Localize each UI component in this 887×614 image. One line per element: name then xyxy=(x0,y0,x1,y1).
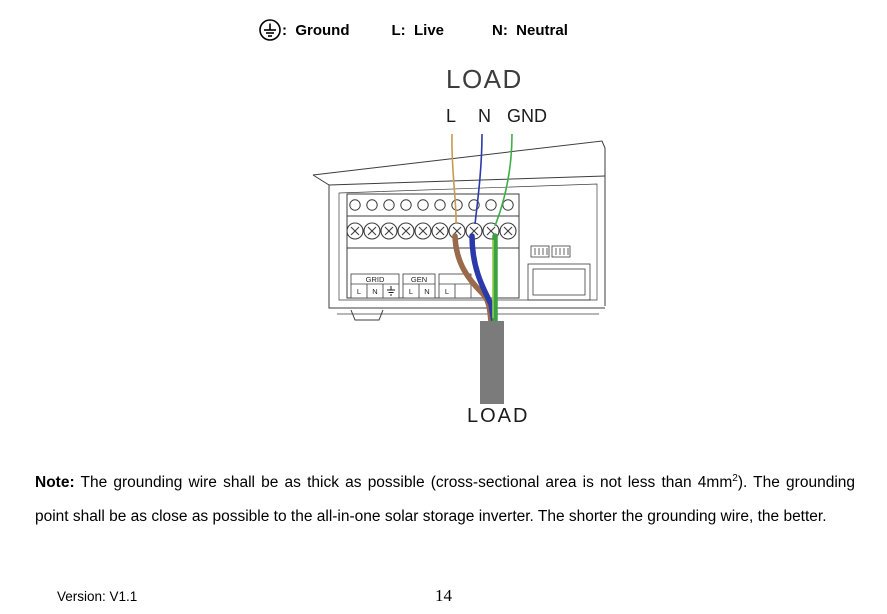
terminal-label-live: L xyxy=(446,106,457,126)
legend-ground-label: : Ground xyxy=(282,21,350,39)
wiring-diagram: GRID L N GEN L N L xyxy=(312,133,606,404)
note-label: Note: xyxy=(35,474,75,491)
terminal-label-neutral: N xyxy=(478,106,491,126)
terminal-strip-labels: GRID L N GEN L N L xyxy=(357,275,449,296)
strip-group-grid: GRID xyxy=(366,275,385,284)
strip-cell-gen-l: L xyxy=(409,287,413,296)
page-number: 14 xyxy=(435,586,452,605)
live-leader-wire xyxy=(451,133,457,225)
terminal-screw xyxy=(397,222,415,240)
terminal-screw xyxy=(363,222,381,240)
legend: : Ground L: Live N: Neutral xyxy=(258,18,568,42)
neutral-wire xyxy=(469,233,497,325)
ground-symbol-icon xyxy=(259,19,281,41)
load-title-top: LOAD xyxy=(446,64,523,94)
note-superscript: 2 xyxy=(732,472,738,484)
load-cable xyxy=(480,321,504,404)
mounting-foot xyxy=(350,309,384,321)
strip-cell-gen-n: N xyxy=(424,287,429,296)
internal-components xyxy=(527,245,591,301)
terminal-screw xyxy=(431,222,449,240)
legend-neutral-label: N: Neutral xyxy=(492,21,568,39)
terminal-label-ground: GND xyxy=(507,106,547,126)
version-label: Version: V1.1 xyxy=(57,589,138,604)
load-title-bottom: LOAD xyxy=(467,405,530,427)
strip-group-gen: GEN xyxy=(411,275,427,284)
inverter-outline xyxy=(312,140,606,321)
note-text-2: ). The grounding point shall be as close… xyxy=(35,474,856,525)
terminal-screw xyxy=(380,222,398,240)
strip-cell-grid-l: L xyxy=(357,287,361,296)
terminal-screw xyxy=(414,222,432,240)
ground-leader-wire xyxy=(494,133,513,227)
terminal-screw xyxy=(499,222,517,240)
note-paragraph: Note: The grounding wire shall be as thi… xyxy=(35,466,855,534)
terminal-screw xyxy=(346,222,364,240)
legend-live-label: L: Live xyxy=(391,21,445,39)
strip-cell-load-l: L xyxy=(445,287,449,296)
terminal-holes xyxy=(349,199,514,211)
terminal-screws xyxy=(346,222,517,240)
strip-cell-grid-n: N xyxy=(372,287,377,296)
neutral-leader-wire xyxy=(474,133,483,225)
strip-cell-ground-symbol-icon xyxy=(387,286,395,296)
note-text-1: The grounding wire shall be as thick as … xyxy=(74,474,733,491)
